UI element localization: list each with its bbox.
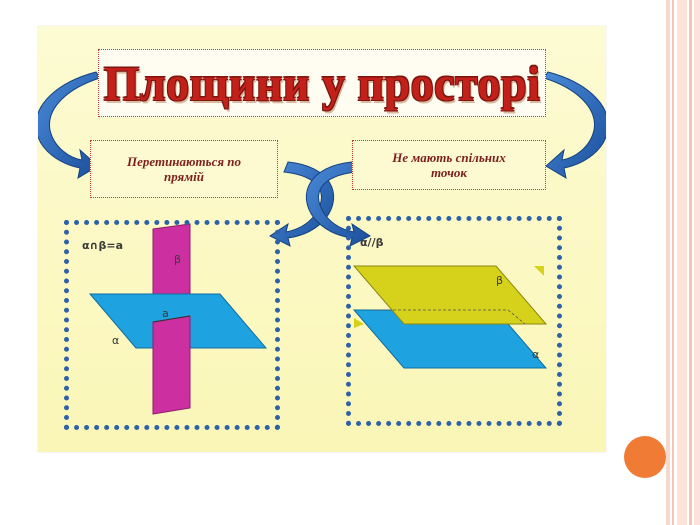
beta-label: β [496,274,504,287]
right-panel [346,216,562,426]
alpha-label: α [532,348,540,361]
left-label-text: Перетинаються по прямій [126,154,242,184]
decor-stripe [689,0,692,525]
beta-label: β [174,253,182,266]
right-label-box: Не мають спільних точок [352,140,546,190]
left-panel [64,220,280,430]
intersection-line [152,315,191,323]
corner-marker [534,266,544,276]
parallel-planes-figure [352,265,548,369]
plane-beta-upper [352,265,548,325]
title-box: Площини у просторі [98,49,546,117]
slide-graphics [38,71,606,415]
corner-marker [354,318,364,328]
intersection-formula: α∩β=a [82,239,124,252]
right-curved-arrow [543,71,606,180]
decor-stripe [672,0,674,525]
right-label-text: Не мають спільних точок [392,150,506,180]
alpha-label: α [112,334,120,347]
left-label-box: Перетинаються по прямій [90,140,278,198]
decor-stripe [666,0,670,525]
decor-stripe [694,0,700,525]
intersecting-planes-figure [88,223,268,415]
slide-title: Площини у просторі [103,56,541,110]
decor-stripe [677,0,687,525]
slide: Площини у просторі Перетинаються по прям… [38,26,606,452]
parallel-formula: α//β [360,236,384,249]
line-a-label: a [162,307,169,320]
orange-circle [624,436,666,478]
hidden-edge [507,309,526,325]
left-curved-arrow [38,71,101,180]
